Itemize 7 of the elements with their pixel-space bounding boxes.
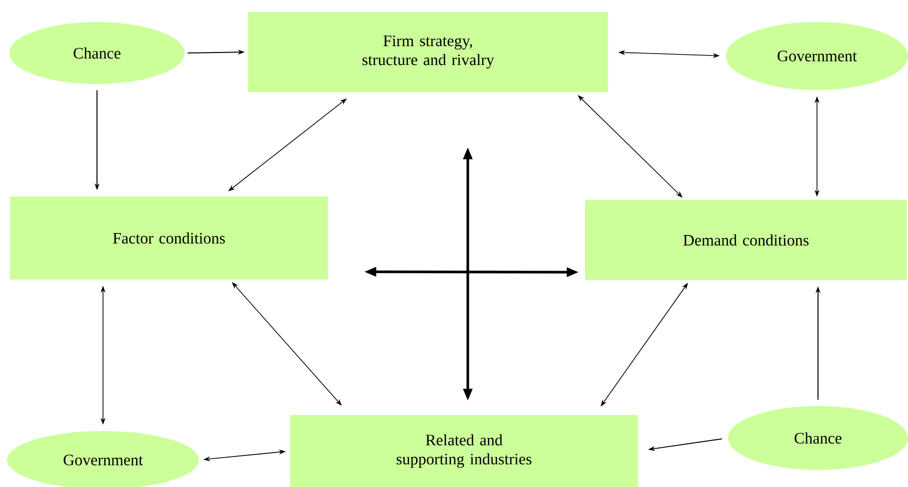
ellipse-node: Chance — [10, 22, 184, 84]
ellipse-node: Government — [726, 22, 908, 90]
process-box: Factor conditions — [10, 196, 328, 280]
process-box: Firm strategy, structure and rivalry — [248, 12, 608, 92]
process-box: Demand conditions — [585, 200, 907, 280]
process-box: Related and supporting industries — [290, 414, 638, 487]
ellipse-node: Chance — [728, 406, 908, 470]
